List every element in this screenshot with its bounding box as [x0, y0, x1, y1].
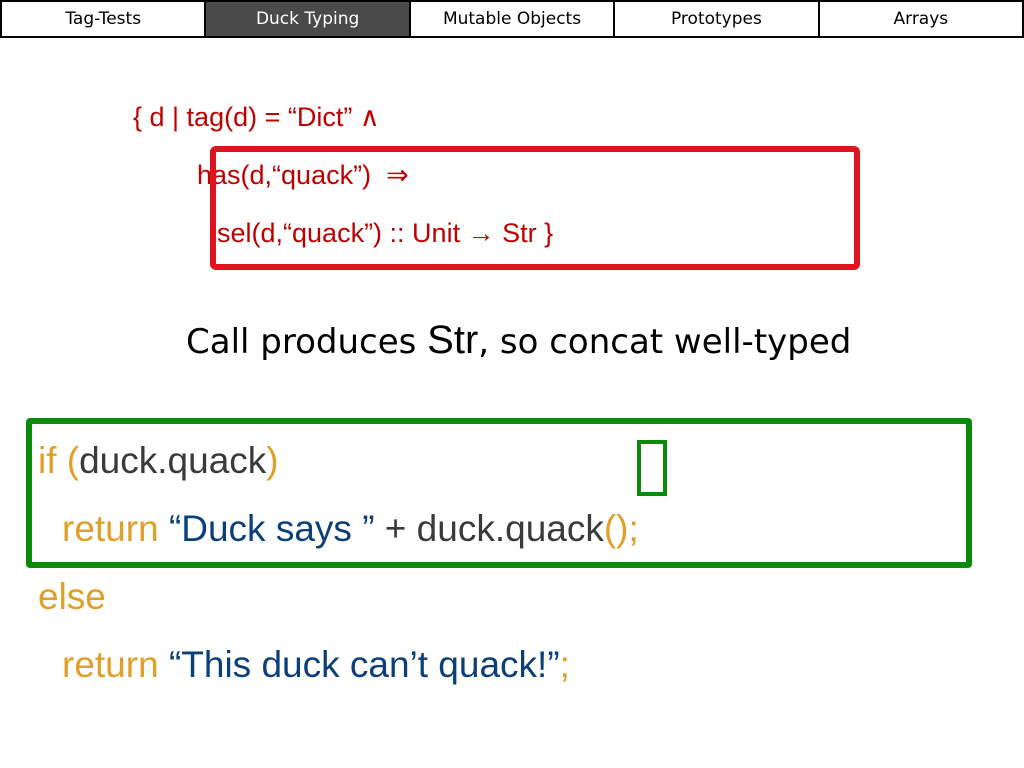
code-punct: ;: [559, 644, 570, 685]
tab-arrays[interactable]: Arrays: [817, 0, 1024, 38]
formula-line-1: { d | tag(d) = “Dict” ∧: [133, 102, 380, 132]
caption-after: , so concat well-typed: [478, 322, 852, 362]
tab-mutable-objects[interactable]: Mutable Objects: [408, 0, 616, 38]
code-keyword: if (: [38, 440, 80, 481]
code-punct: ): [266, 440, 279, 481]
caption-before: Call produces: [186, 322, 428, 362]
code-line-return-1: return “Duck says ” + duck.quack();: [62, 508, 639, 550]
code-keyword: return: [62, 644, 169, 685]
code-punct: ();: [603, 508, 639, 549]
tab-prototypes[interactable]: Prototypes: [613, 0, 820, 38]
code-line-if: if (duck.quack): [38, 440, 279, 482]
code-string: “Duck says ”: [168, 508, 375, 549]
tab-bar: Tag-Tests Duck Typing Mutable Objects Pr…: [0, 0, 1024, 38]
formula-line-2: has(d,“quack”) ⇒: [197, 160, 409, 190]
formula-line-3: sel(d,“quack”) :: Unit → Str }: [217, 218, 554, 248]
code-keyword: return: [62, 508, 169, 549]
caption: Call produces Str, so concat well-typed: [186, 318, 851, 363]
tab-duck-typing[interactable]: Duck Typing: [204, 0, 411, 38]
code-identifier: + duck.quack: [374, 508, 604, 549]
code-string: “This duck can’t quack!”: [168, 644, 560, 685]
code-keyword: else: [38, 576, 106, 617]
highlight-box-red: [210, 146, 860, 270]
tab-tag-tests[interactable]: Tag-Tests: [0, 0, 207, 38]
code-line-else: else: [38, 576, 106, 618]
code-line-return-2: return “This duck can’t quack!”;: [62, 644, 570, 686]
checkmark-icon: [637, 440, 667, 496]
code-identifier: duck.quack: [79, 440, 267, 481]
highlight-box-green: [26, 418, 972, 568]
caption-type: Str: [427, 318, 479, 362]
